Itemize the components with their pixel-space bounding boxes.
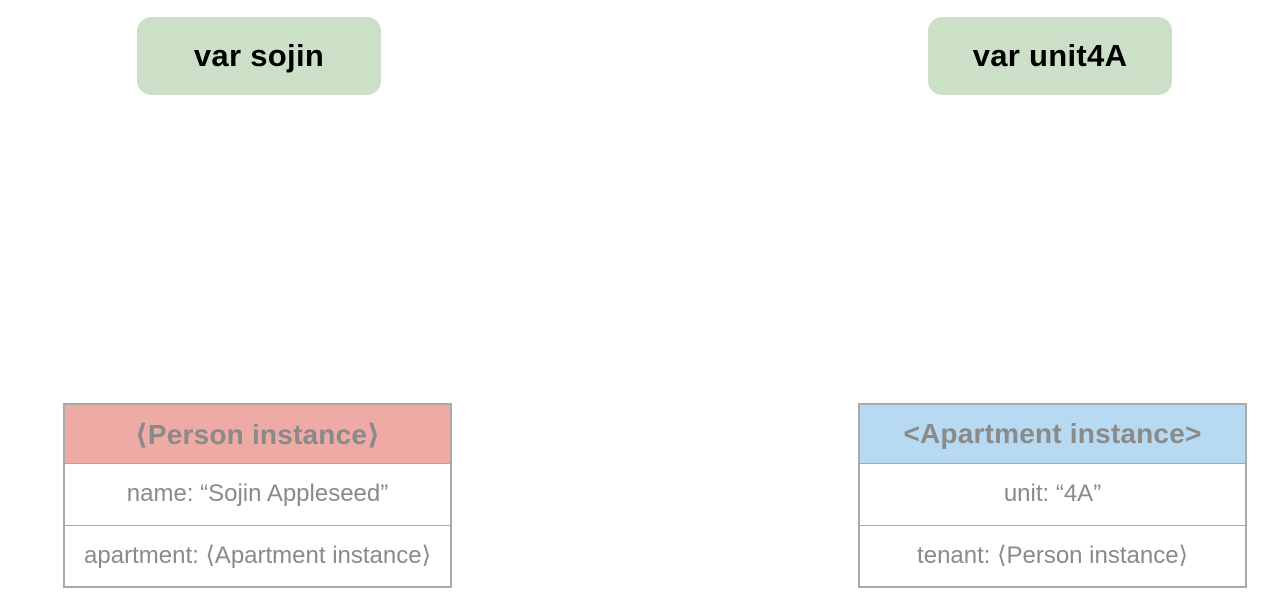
table-row-apartment-unit: unit: “4A” (860, 464, 1245, 525)
variable-box-unit4a: var unit4A (928, 17, 1172, 95)
variable-box-sojin: var sojin (137, 17, 381, 95)
person-instance-table: ⟨Person instance⟩ name: “Sojin Appleseed… (63, 403, 452, 588)
table-row-person-name: name: “Sojin Appleseed” (65, 464, 450, 525)
apartment-instance-header: <Apartment instance> (860, 405, 1245, 464)
person-apartment-value: apartment: ⟨Apartment instance⟩ (84, 542, 431, 570)
apartment-tenant-value: tenant: ⟨Person instance⟩ (917, 542, 1188, 570)
apartment-unit-value: unit: “4A” (1003, 480, 1102, 508)
apartment-instance-table: <Apartment instance> unit: “4A” tenant: … (858, 403, 1247, 588)
person-instance-title: ⟨Person instance⟩ (134, 418, 381, 450)
table-row-apartment-tenant: tenant: ⟨Person instance⟩ (860, 524, 1245, 586)
person-instance-header: ⟨Person instance⟩ (65, 405, 450, 464)
person-name-value: name: “Sojin Appleseed” (126, 480, 389, 508)
apartment-instance-title: <Apartment instance> (903, 418, 1202, 449)
variable-label-unit4a: var unit4A (972, 38, 1128, 73)
table-row-person-apartment: apartment: ⟨Apartment instance⟩ (65, 524, 450, 586)
variable-label-sojin: var sojin (193, 38, 325, 73)
